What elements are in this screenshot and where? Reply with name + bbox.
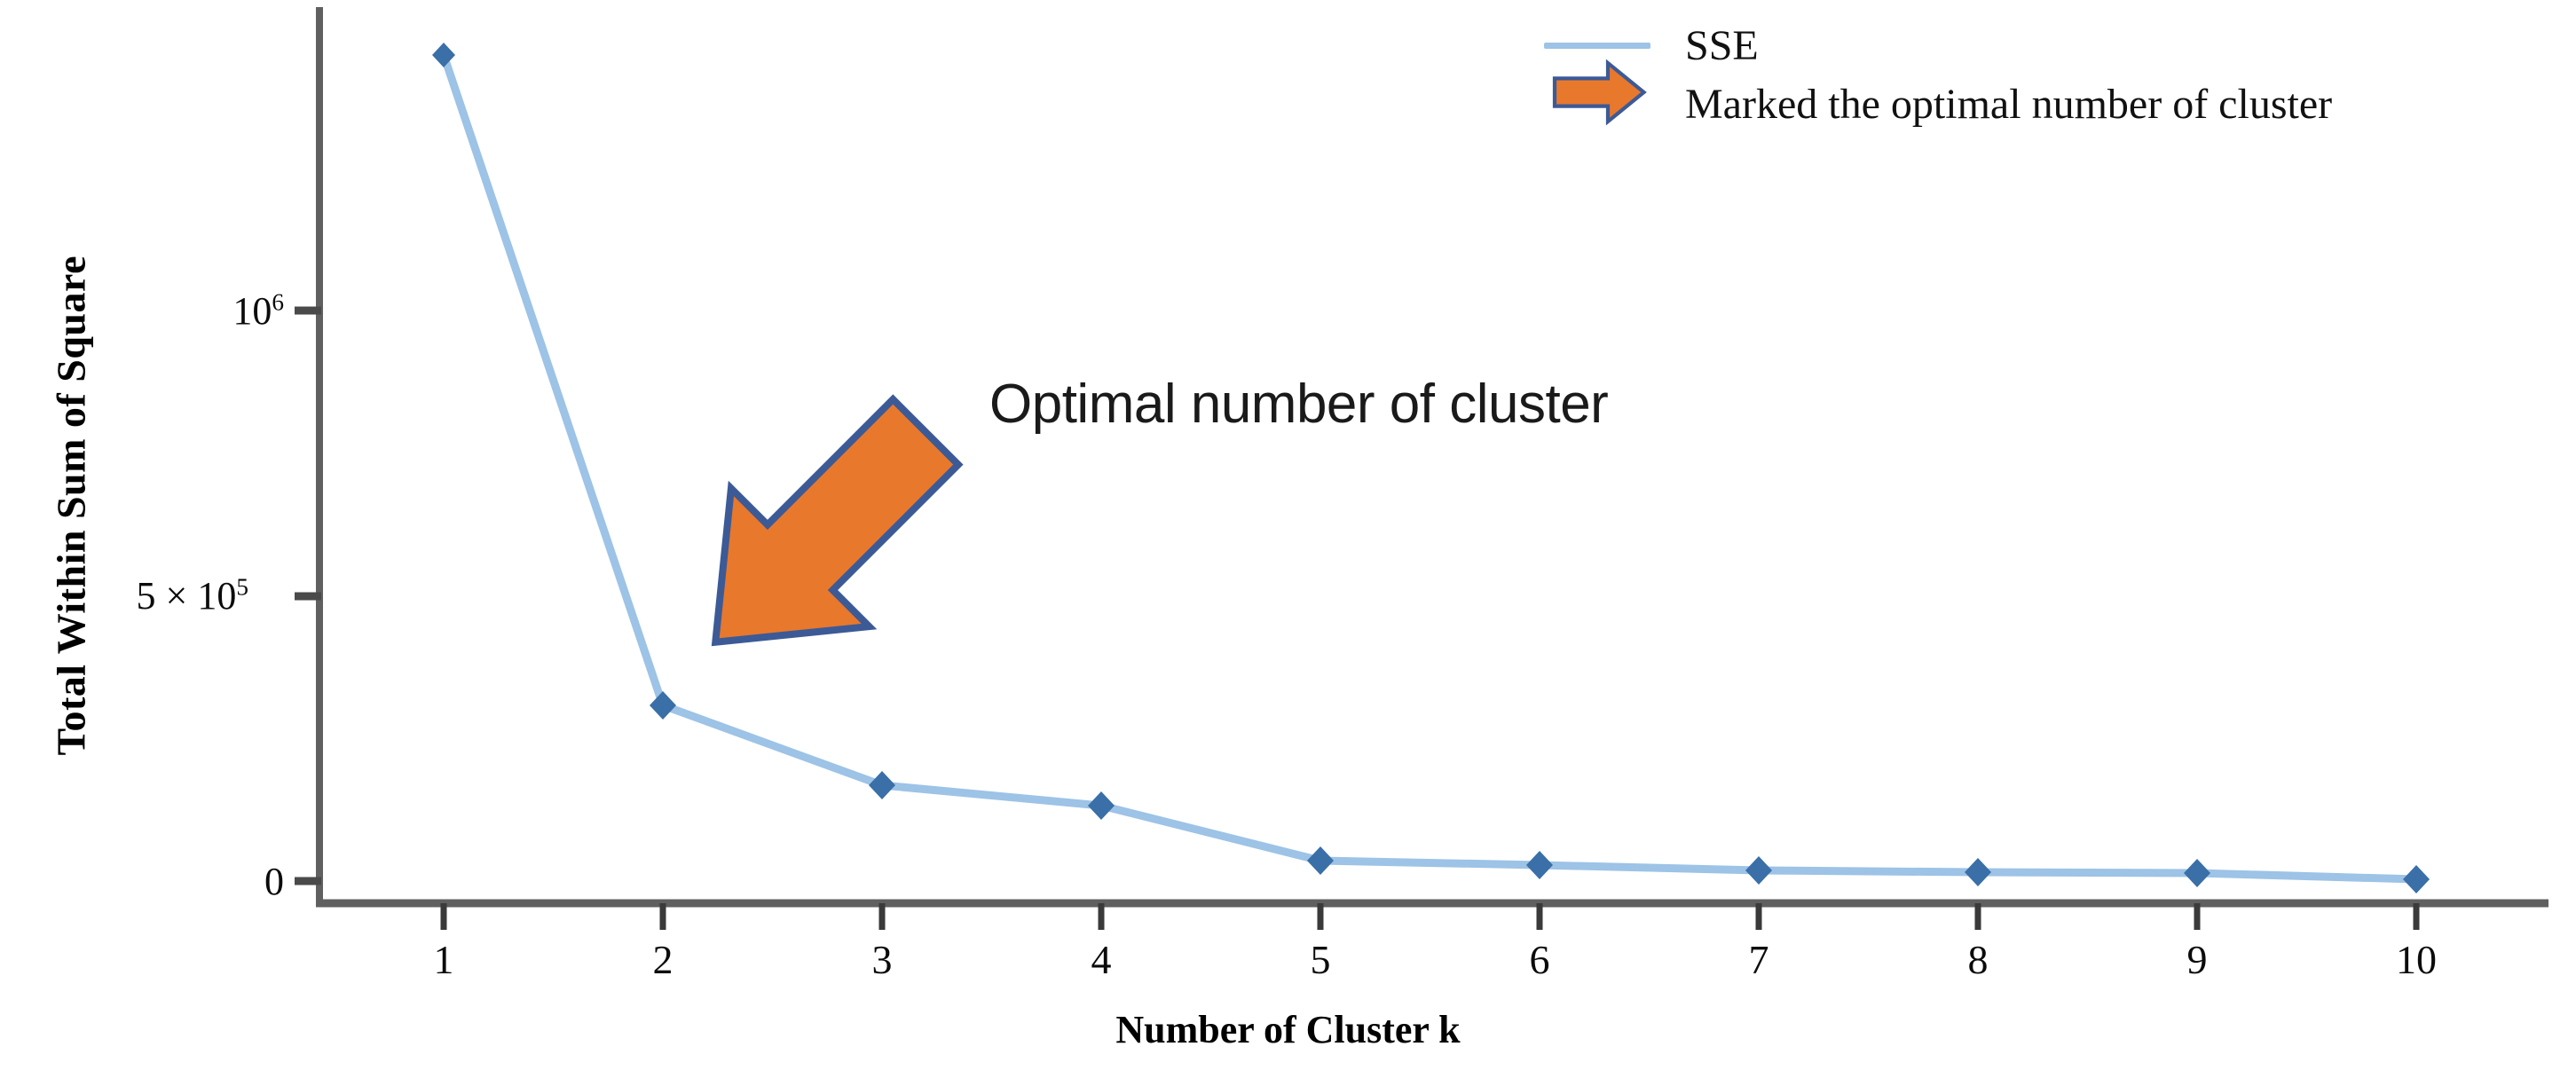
x-tick-label-2: 2 — [652, 937, 674, 982]
x-axis-ticks — [440, 903, 2420, 930]
x-tick-label-9: 9 — [2186, 937, 2208, 982]
x-tick-label-10: 10 — [2396, 937, 2437, 982]
sse-series-markers — [432, 43, 2430, 893]
legend-line-swatch-icon — [1531, 42, 1664, 49]
y-tick-label-5e5: 5 × 105 — [136, 573, 248, 618]
chart-legend: SSE Marked the optimal number of cluster — [1531, 16, 2332, 133]
x-axis-title: Number of Cluster k — [1115, 1008, 1461, 1051]
x-tick-label-5: 5 — [1310, 937, 1331, 982]
legend-item-sse[interactable]: SSE — [1531, 16, 2332, 75]
x-tick-label-8: 8 — [1967, 937, 1989, 982]
optimal-cluster-arrow-icon — [711, 394, 964, 647]
legend-item-marked-optimal[interactable]: Marked the optimal number of cluster — [1531, 75, 2332, 133]
y-axis-ticks — [295, 306, 321, 885]
x-tick-label-4: 4 — [1091, 937, 1112, 982]
x-tick-label-3: 3 — [871, 937, 893, 982]
sse-series-line — [439, 53, 2417, 884]
optimal-cluster-annotation: Optimal number of cluster — [989, 374, 1609, 435]
legend-arrow-icon — [1552, 59, 1647, 126]
y-tick-label-1e6: 106 — [232, 288, 284, 333]
x-tick-label-6: 6 — [1529, 937, 1550, 982]
x-tick-label-1: 1 — [433, 937, 454, 982]
legend-item-label: SSE — [1685, 21, 1759, 69]
x-tick-label-7: 7 — [1748, 937, 1769, 982]
y-tick-label-0: 0 — [264, 860, 284, 903]
legend-item-label: Marked the optimal number of cluster — [1685, 80, 2333, 128]
